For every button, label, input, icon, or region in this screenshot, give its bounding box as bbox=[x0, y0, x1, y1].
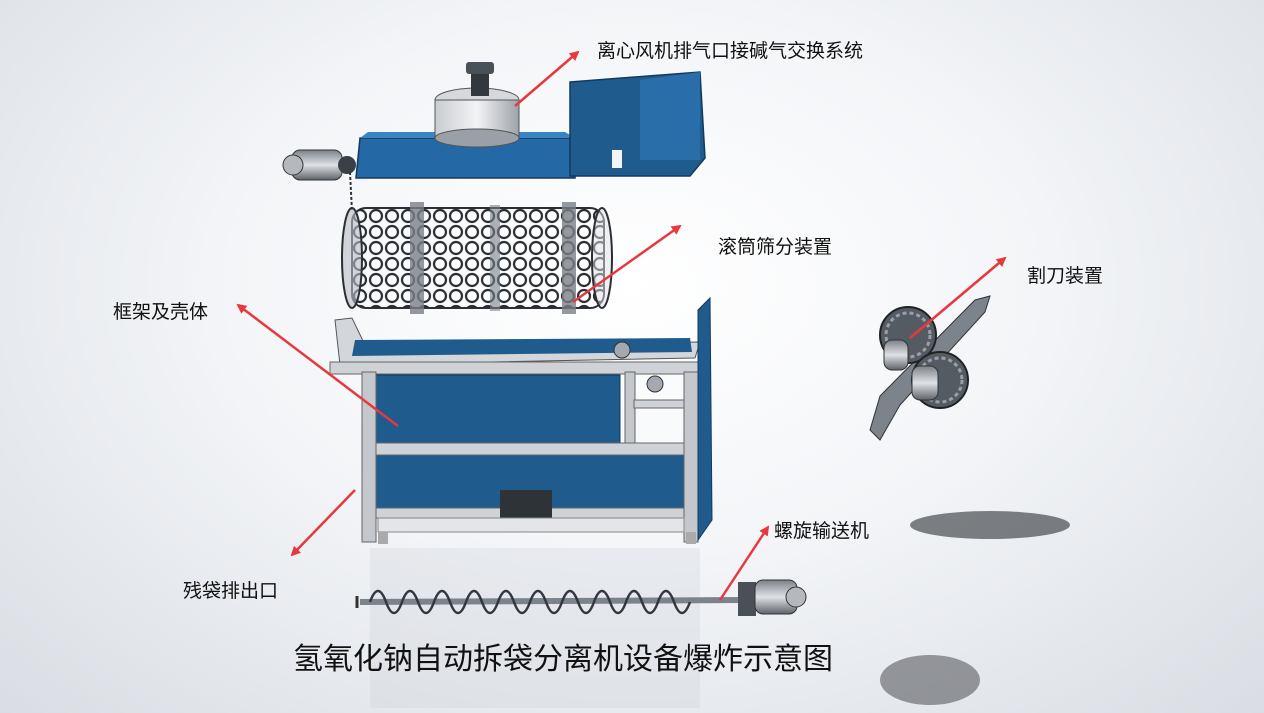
fan-hood-assembly bbox=[282, 62, 706, 213]
fan-callout-arrow bbox=[514, 50, 580, 107]
frame-and-shell bbox=[329, 296, 713, 708]
drum-callout-arrow bbox=[572, 224, 682, 304]
cutter-callout-arrow bbox=[909, 256, 1007, 339]
screw-callout-arrow bbox=[718, 525, 770, 601]
callout-arrows bbox=[236, 50, 1007, 601]
frame-callout-arrow bbox=[236, 303, 399, 427]
screw-conveyor-label: 螺旋输送机 bbox=[774, 520, 870, 542]
frame-shell-label: 框架及壳体 bbox=[113, 301, 209, 323]
drum-screen-assembly bbox=[341, 202, 613, 314]
fan-exhaust-label: 离心风机排气口接碱气交换系统 bbox=[597, 40, 864, 62]
diagram-title: 氢氧化钠自动拆袋分离机设备爆炸示意图 bbox=[293, 642, 833, 677]
outlet-callout-arrow bbox=[290, 489, 356, 557]
cutter-device-label: 割刀装置 bbox=[1027, 265, 1104, 287]
bag-outlet-label: 残袋排出口 bbox=[183, 580, 279, 602]
cutter-assembly bbox=[869, 295, 1070, 705]
screw-conveyor bbox=[355, 579, 807, 616]
drum-screen-label: 滚筒筛分装置 bbox=[718, 236, 833, 258]
